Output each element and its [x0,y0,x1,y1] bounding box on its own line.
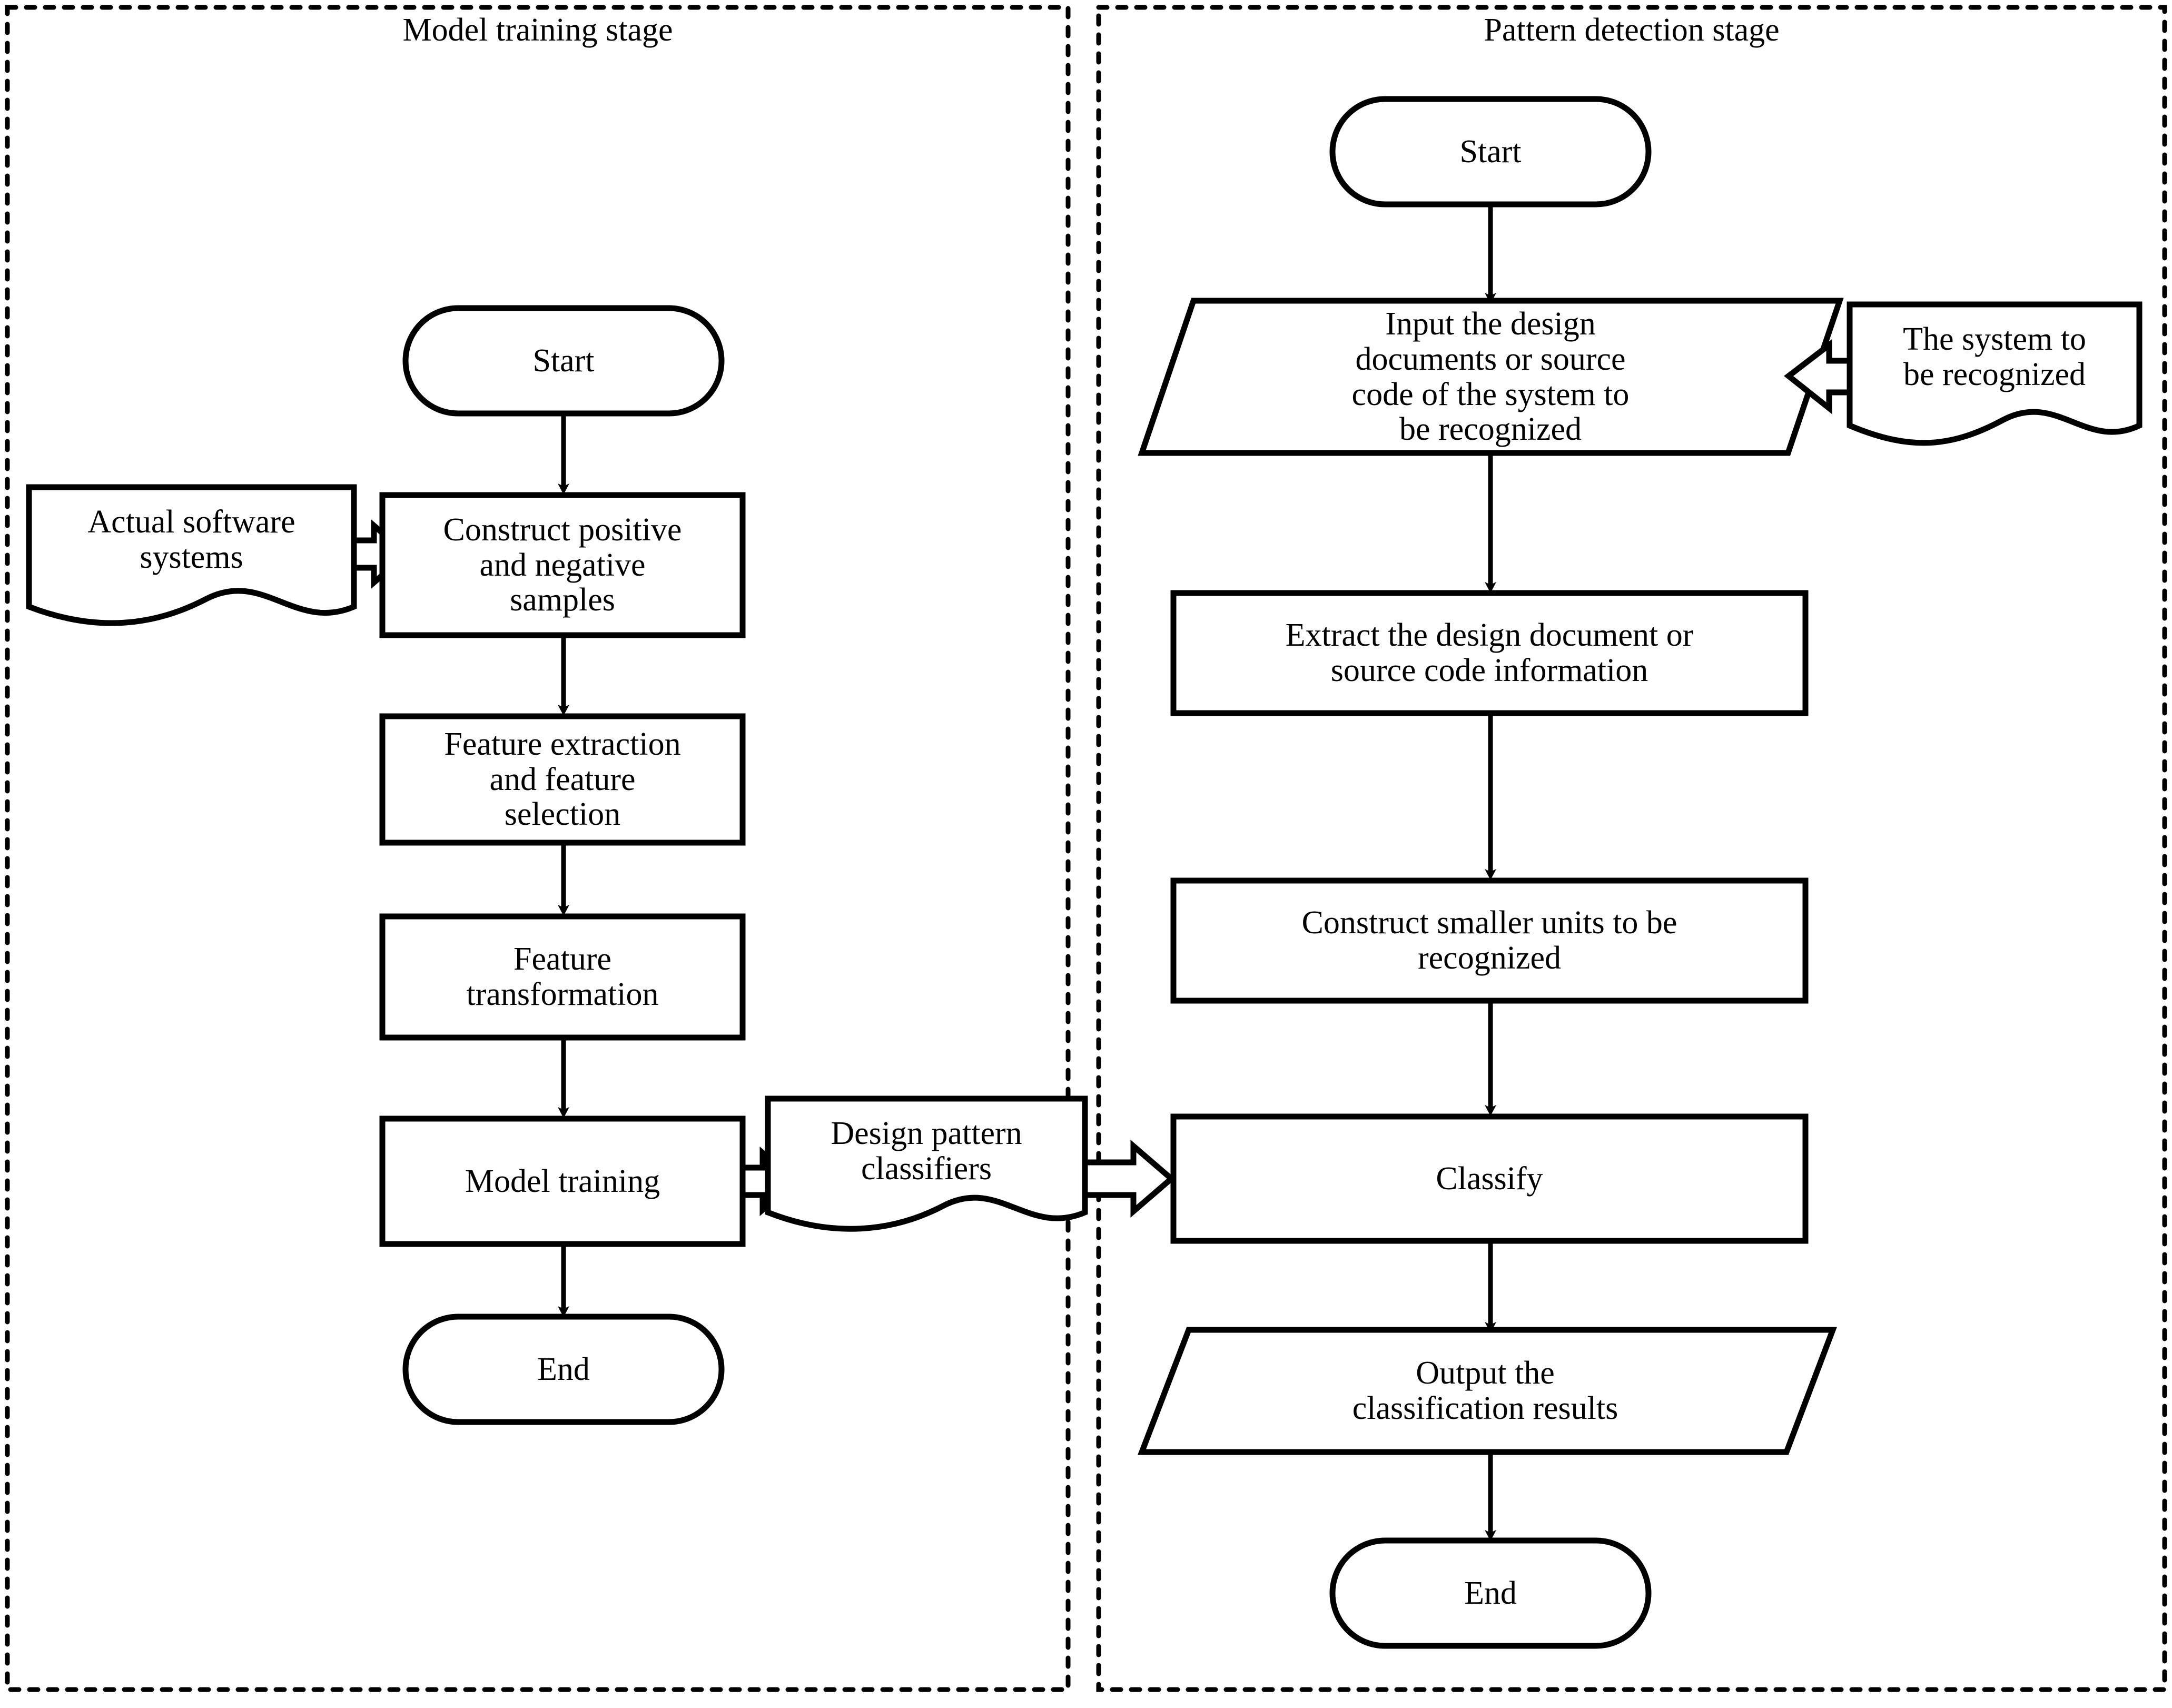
node-shape-left-start [402,305,725,417]
node-shape-feature-extraction [379,713,746,846]
node-shape-model-training [379,1115,746,1247]
node-shape-classify [1170,1113,1809,1244]
node-shape-actual-software-systems [26,484,357,626]
node-shape-design-pattern-classifiers [765,1095,1088,1232]
node-shape-input-documents [1138,298,1844,456]
panel-model-training-border [5,5,1071,1692]
node-shape-right-start [1329,96,1652,208]
node-shape-construct-samples [379,492,746,638]
connector-block-classifiers-to-classify [1082,1140,1176,1218]
panel-title-pattern-detection: Pattern detection stage [1484,12,1780,48]
node-shape-left-end [402,1314,725,1425]
node-shape-feature-transformation [379,913,746,1041]
node-shape-construct-units [1170,877,1809,1004]
panel-pattern-detection-border [1096,5,2167,1692]
node-shape-right-end [1329,1537,1652,1649]
panel-title-model-training: Model training stage [402,12,673,48]
node-shape-system-to-be-recognized [1847,301,2143,446]
node-shape-output-results [1137,1327,1837,1455]
node-shape-extract-information [1170,590,1809,716]
